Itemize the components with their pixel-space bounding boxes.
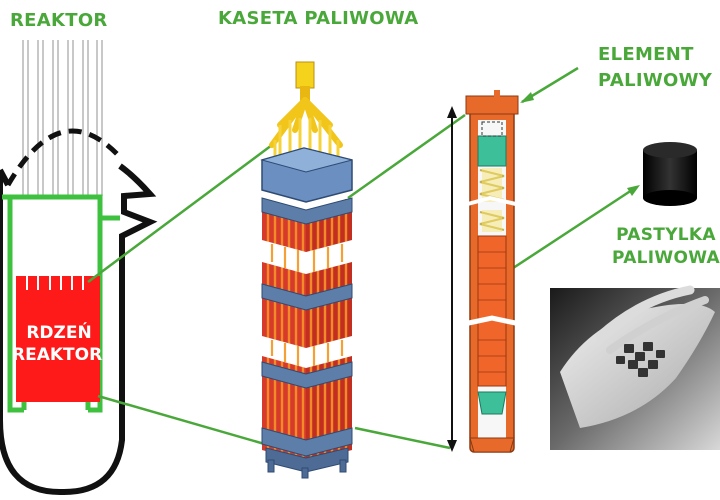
fuel-pellet-icon <box>643 142 697 206</box>
fuel-element-label: ELEMENT PALIWOWY <box>598 42 712 94</box>
fuel-pellet-label: PASTYLKA PALIWOWA <box>612 224 720 270</box>
control-rods <box>22 40 103 196</box>
reactor-label: REAKTOR <box>10 10 108 31</box>
fuel-element <box>447 90 521 453</box>
fuel-pellet-label-line2: PALIWOWA <box>612 248 720 268</box>
element-arrowhead <box>520 92 534 103</box>
vessel-dome-dashed <box>5 128 120 187</box>
fuel-assembly <box>260 61 353 479</box>
fuel-assembly-label: KASETA PALIWOWA <box>218 8 419 29</box>
reactor-core-label: RDZEŃ REAKTORA <box>12 322 116 366</box>
fuel-element-label-line2: PALIWOWY <box>598 70 713 91</box>
core-rod-tips <box>26 276 84 290</box>
pellet-arrowhead <box>627 185 640 196</box>
vessel-body <box>0 163 158 495</box>
reactor-core-label-line1: RDZEŃ <box>26 323 92 343</box>
reactor-vessel <box>0 40 158 495</box>
pellets-in-hand-photo <box>550 285 720 450</box>
fuel-element-label-line1: ELEMENT <box>598 44 694 65</box>
reactor-core <box>16 276 100 402</box>
reactor-core-label-line2: REAKTORA <box>12 345 116 365</box>
fuel-pellet-label-line1: PASTYLKA <box>616 225 716 245</box>
